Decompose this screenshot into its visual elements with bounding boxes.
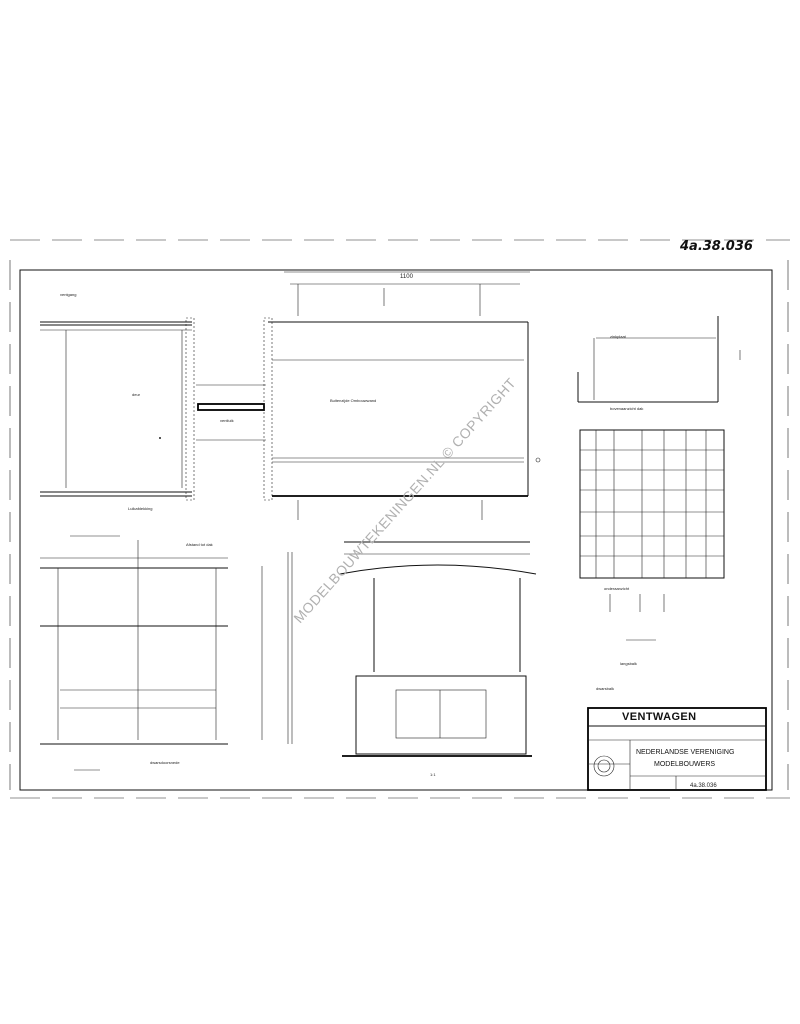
copyright-watermark: MODELBOUWTEKENINGEN.NL © COPYRIGHT <box>290 375 519 626</box>
view-bottom-left: Afstand tot dak dwarsdoorsnede <box>40 535 263 771</box>
view-bottom-center: 1:1 <box>287 541 537 777</box>
top-dimension-label: 1100 <box>400 274 414 280</box>
svg-text:dwarsbalk: dwarsbalk <box>596 686 614 691</box>
view-top-center: 1100 Buitenzijde Ombouwwand <box>263 271 541 520</box>
view-right-grid: onderaanzicht langsbalk dwarsbalk <box>579 429 725 691</box>
svg-text:langsbalk: langsbalk <box>620 661 637 666</box>
handwritten-drawing-number: 4a.38.036 <box>679 239 753 254</box>
svg-text:bovenaanzicht dak: bovenaanzicht dak <box>610 406 643 411</box>
association-line1: NEDERLANDSE VERENIGING <box>636 749 734 756</box>
svg-text:deur: deur <box>132 392 141 397</box>
association-line2: MODELBOUWERS <box>654 761 715 768</box>
association-seal <box>593 755 615 777</box>
sheet-border <box>9 239 790 799</box>
svg-text:zinkplaat: zinkplaat <box>610 334 627 339</box>
svg-text:ventluik: ventluik <box>220 418 234 423</box>
svg-text:Luikafdekking: Luikafdekking <box>128 506 152 511</box>
svg-text:onderaanzicht: onderaanzicht <box>604 586 630 591</box>
title-block-name: VENTWAGEN <box>622 711 697 723</box>
svg-text:dwarsdoorsnede: dwarsdoorsnede <box>150 760 180 765</box>
body-note: Buitenzijde Ombouwwand <box>330 398 376 403</box>
svg-text:Afstand tot dak: Afstand tot dak <box>186 542 213 547</box>
title-block: VENTWAGEN NEDERLANDSE VERENIGING MODELBO… <box>587 707 767 791</box>
view-top-left: ventgang deur Luikafdekking <box>40 292 195 511</box>
view-top-right: zinkplaat bovenaanzicht dak <box>577 316 741 411</box>
title-block-drawing-number: 4a.38.036 <box>690 783 717 789</box>
view-connector: ventluik <box>196 384 266 441</box>
svg-text:ventgang: ventgang <box>60 292 76 297</box>
svg-text:1:1: 1:1 <box>430 772 436 777</box>
